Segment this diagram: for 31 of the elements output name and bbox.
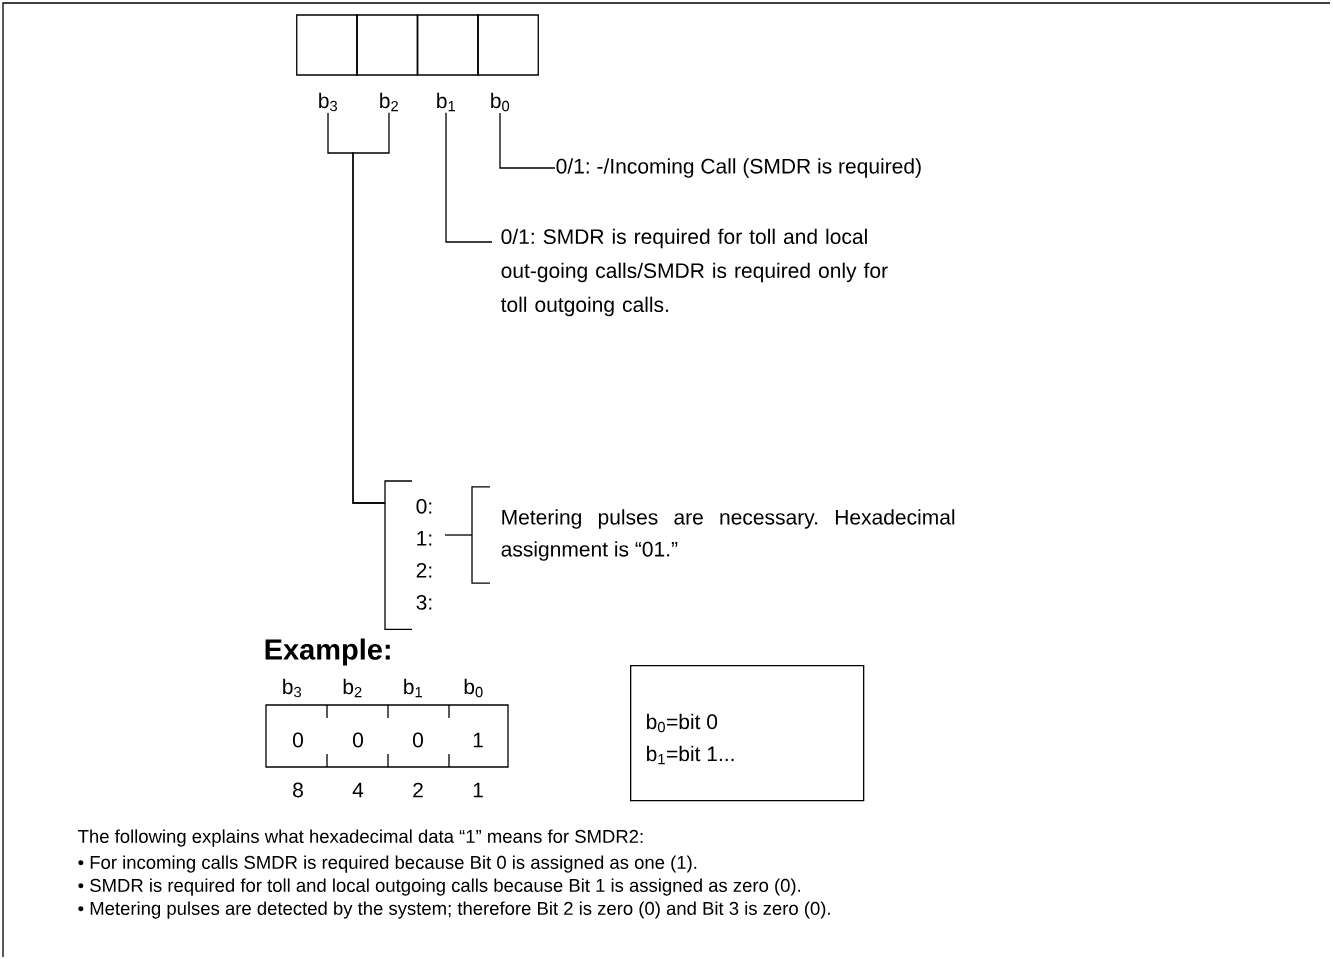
- leader-line: [499, 112, 556, 169]
- bit-label: b$_{2}$: [380, 92, 398, 112]
- leader-line: [445, 112, 493, 243]
- weight-label: 4: [352, 782, 364, 798]
- bit-label: b$_{0}$: [491, 92, 510, 112]
- register-cell: [296, 14, 358, 76]
- bit-label: b$_{3}$: [319, 92, 338, 112]
- weight-label: 8: [293, 782, 303, 798]
- note-box: b$_{0}$=bit 0 b$_{1}$=bit 1...: [630, 665, 865, 802]
- bit-label: b$_{1}$: [404, 678, 422, 698]
- leader-line: [352, 112, 390, 504]
- note-text: • For incoming calls SMDR is required because Bit 0 is assigned as one (1).: [78, 855, 697, 873]
- register-cell: [417, 14, 479, 76]
- description-text: Metering pulses are necessary. Hexadecimal assignment is “01.”: [471, 486, 955, 584]
- register-cell: [356, 14, 418, 76]
- note-text: • Metering pulses are detected by the system; therefore Bit 2 is zero (0) and Bit 3 is zero (0).: [78, 901, 830, 919]
- leader-line: [444, 534, 473, 536]
- register-cell: [477, 14, 539, 76]
- weight-label: 2: [413, 782, 423, 798]
- value-list: 0: 1: 2: 3:: [384, 480, 432, 630]
- register-box: 0 0 0 1: [265, 704, 509, 768]
- section-heading: Example:: [265, 638, 390, 666]
- bit-label: b$_{0}$: [464, 678, 483, 698]
- description-text: 0/1: -/Incoming Call (SMDR is required): [556, 158, 921, 178]
- note-text: • SMDR is required for toll and local outgoing calls because Bit 1 is assigned as zero (0).: [78, 878, 801, 896]
- description-text: 0/1: SMDR is required for toll and local out-going calls/SMDR is required only for toll outgoing calls.: [500, 228, 888, 317]
- bit-label: b$_{2}$: [343, 678, 362, 698]
- bit-label: b$_{3}$: [283, 678, 302, 698]
- note-text: The following explains what hexadecimal data “1” means for SMDR2:: [78, 829, 643, 847]
- bit-label: b$_{1}$: [437, 92, 455, 112]
- weight-label: 1: [473, 782, 483, 798]
